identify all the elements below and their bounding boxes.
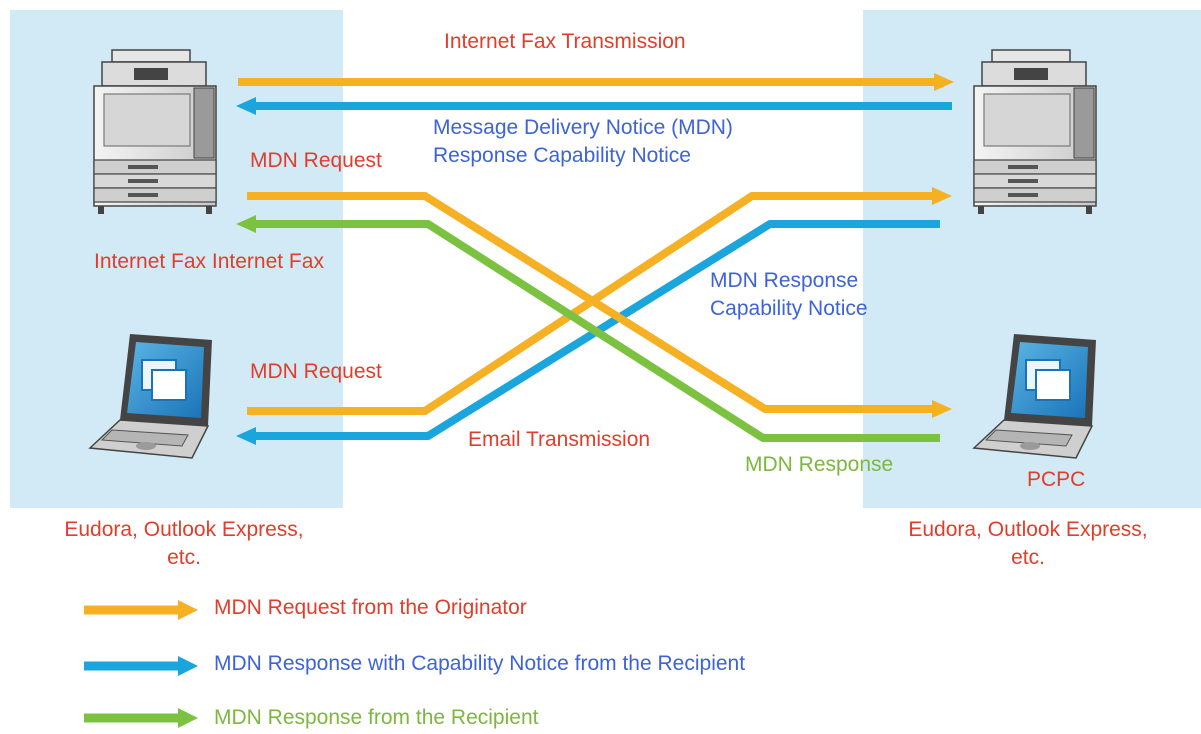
left-clients-line2: etc. [167, 545, 201, 569]
arrow-internet-fax-transmission [238, 73, 954, 91]
left-clients-caption: Eudora, Outlook Express, etc. [14, 516, 354, 571]
label-email-transmission: Email Transmission [468, 428, 651, 451]
right-clients-caption: Eudora, Outlook Express, etc. [858, 516, 1198, 571]
label-pcpc: PCPC [1027, 468, 1086, 491]
arrow-mdn-response-to-fax [236, 215, 940, 442]
legend-label-green: MDN Response from the Recipient [214, 706, 539, 729]
arrow-email-to-fax [247, 187, 952, 415]
label-mdn-notice-line2: Response Capability Notice [433, 144, 691, 167]
label-mdn-request-bottom: MDN Request [250, 360, 382, 383]
label-mdn-request-top: MDN Request [250, 149, 382, 172]
legend-arrow-green [84, 708, 198, 728]
right-clients-line2: etc. [1011, 545, 1045, 569]
label-mdn-response-capability-line1: MDN Response [710, 269, 859, 292]
legend-label-blue: MDN Response with Capability Notice from… [214, 652, 746, 675]
legend-label-orange: MDN Request from the Originator [214, 596, 527, 619]
label-mdn-response-capability-line2: Capability Notice [710, 297, 868, 320]
laptop-icon [89, 333, 213, 459]
laptop-icon [973, 333, 1097, 459]
multifunction-printer-icon [973, 49, 1097, 215]
label-mdn-response: MDN Response [745, 453, 894, 476]
right-clients-line1: Eudora, Outlook Express, [908, 518, 1148, 541]
legend-arrow-orange [84, 600, 198, 620]
multifunction-printer-icon [93, 49, 217, 215]
arrow-mdn-request-to-pc [247, 192, 952, 418]
left-clients-line1: Eudora, Outlook Express, [64, 518, 304, 541]
label-mdn-notice-line1: Message Delivery Notice (MDN) [433, 116, 733, 139]
label-internet-fax-left: Internet Fax Internet Fax [94, 250, 324, 273]
label-internet-fax-transmission: Internet Fax Transmission [444, 30, 686, 53]
legend-arrow-blue [84, 656, 198, 676]
arrow-mdn-capability-notice [236, 97, 952, 115]
